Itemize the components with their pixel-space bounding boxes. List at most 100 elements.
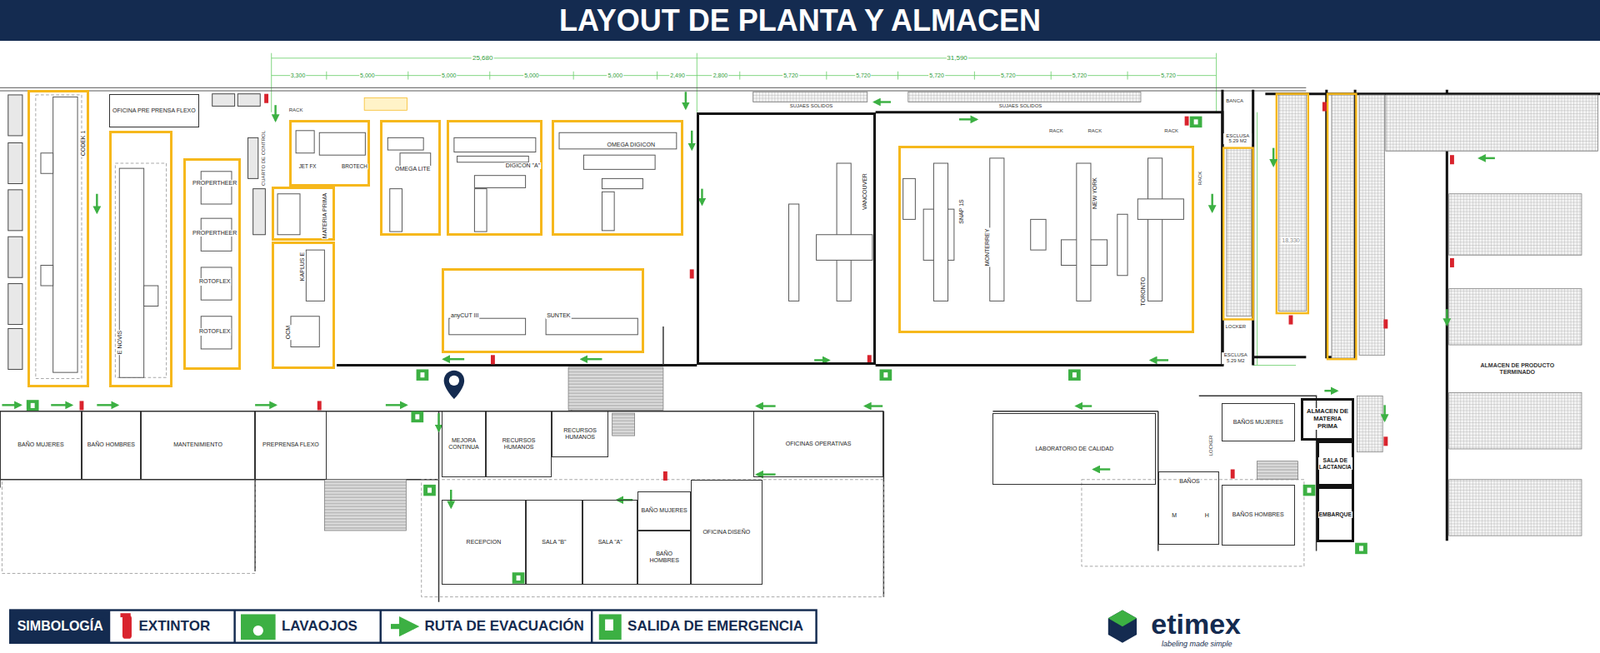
area-label: OFICINA DISEÑO (701, 529, 751, 536)
room: OFICINA PRE PRENSA FLEXO (109, 94, 200, 128)
area-label: BROTECH (340, 164, 369, 170)
dimension: 5,000 (523, 72, 540, 80)
dimension: 5,000 (359, 72, 376, 80)
room: MEJORA CONTINUA (441, 410, 486, 478)
area-label: OCM (285, 324, 292, 340)
dimension: 5,720 (1000, 72, 1017, 80)
area-label: JET FX (298, 164, 318, 170)
area-note: LOCKER (1208, 435, 1215, 458)
area-note: RACK (288, 107, 305, 114)
room: OFICINA DISEÑO (690, 480, 763, 585)
room: RECURSOS HUMANOS (485, 410, 553, 478)
area-label: PREPRENSA FLEXO (261, 441, 320, 449)
legend-heading: SIMBOLOGÍA (16, 619, 105, 635)
area-label: ROTOFLEX (198, 278, 232, 285)
area-label: PROPERTHEER (191, 180, 238, 187)
area-label: MATERIA PRIMA (321, 192, 329, 240)
area-label: OMEGA LITE (394, 165, 431, 173)
dimension: 31,590 (945, 54, 968, 62)
area-note: BANCA (1225, 98, 1245, 105)
dimension: 25,680 (471, 54, 494, 62)
dimension: 2,800 (712, 72, 730, 80)
room: BAÑOSMH (1158, 471, 1220, 545)
dimension: 5,720 (1071, 72, 1089, 80)
area-label: MEJORA CONTINUA (444, 437, 484, 451)
area-note: CUARTO DE CONTROL (260, 130, 266, 187)
room: SALA "A" (582, 500, 638, 585)
area-note: SUJAES SOLIDOS (998, 103, 1044, 110)
area-label: BAÑOS (1178, 478, 1201, 485)
area-label: CODEK 1 (80, 130, 87, 158)
dimension: 5,000 (440, 72, 458, 80)
room: OFICINAS OPERATIVAS (753, 410, 885, 478)
area-label: RECURSOS HUMANOS (488, 437, 550, 451)
area-label: RECURSOS HUMANOS (554, 427, 605, 441)
machine-area: anyCUT III SUNTEK (441, 268, 644, 354)
area-label: MONTERREY (984, 227, 991, 267)
machine-area: PROPERTHEERPROPERTHEERROTOFLEXROTOFLEX (183, 158, 241, 371)
area-note: LOCKER (1225, 323, 1248, 330)
room: ALMACEN DE MATERIA PRIMA (1300, 398, 1355, 441)
dimension: 5,720 (1160, 72, 1177, 80)
dimension: 5,000 (607, 72, 625, 80)
area-label: LABORATORIO DE CALIDAD (1034, 445, 1115, 453)
page-title: LAYOUT DE PLANTA Y ALMACEN (0, 0, 1600, 41)
area-label: anyCUT III (450, 312, 480, 320)
area-label: NEW YORK (1091, 176, 1099, 210)
area-label: MANTENIMIENTO (172, 441, 224, 449)
machine-area: JET FX BROTECH (289, 120, 371, 187)
room: VANCOUVER (696, 112, 875, 366)
machine-area: E NOVIS (109, 130, 173, 389)
area-label: SALA "B" (540, 539, 567, 546)
area-note: RACK (1163, 127, 1180, 134)
room: EMBARQUE (1316, 486, 1355, 543)
machine-area: SNAP 1S MONTERREY NEW YORK TORONTO (898, 145, 1195, 334)
area-label: TORONTO (1140, 275, 1147, 307)
room: BAÑO HOMBRES (637, 530, 691, 585)
area-label: SNAP 1S (958, 198, 965, 225)
area-label: ALMACEN DE MATERIA PRIMA (1305, 408, 1350, 430)
area-label: BAÑO HOMBRES (640, 550, 689, 565)
area-note: RACK (1048, 127, 1065, 134)
area-note: ESCLUSA 5.29 M2 (1223, 133, 1252, 145)
area-label: SALA "A" (597, 539, 624, 546)
area-label: PROPERTHEER (191, 230, 238, 237)
area-label: BAÑOS MUJERES (1232, 419, 1285, 426)
area-label: BAÑOS HOMBRES (1231, 511, 1285, 519)
area-label: EMBARQUE (1318, 511, 1353, 519)
area-note: ALMACEN DE PRODUCTO TERMINADO (1470, 362, 1565, 376)
room: RECURSOS HUMANOS (551, 410, 608, 457)
dimension: 3,300 (290, 72, 307, 80)
machine-area: MATERIA PRIMA (271, 186, 335, 241)
room: BAÑOS HOMBRES (1221, 485, 1295, 546)
machine-area: OMEGA LITE (380, 120, 441, 235)
dimension: 5,720 (782, 72, 800, 80)
room: BAÑOS MUJERES (1221, 403, 1295, 443)
area-note: RACK (1197, 170, 1204, 187)
area-label: BAÑO MUJERES (16, 441, 65, 449)
room: LABORATORIO DE CALIDAD (992, 413, 1156, 485)
area-label: H (1204, 512, 1210, 520)
legend-text: SALIDA DE EMERGENCIA (627, 618, 804, 635)
room: MANTENIMIENTO (140, 410, 255, 480)
area-label: SUNTEK (545, 312, 571, 320)
logo-text: etimex (1150, 610, 1242, 639)
dimension: 5,720 (928, 72, 945, 80)
room: SALA "B" (525, 500, 584, 585)
area-label: RECEPCION (465, 539, 503, 546)
room: BAÑO MUJERES (637, 491, 691, 531)
machine-area: KAPLUS E OCM (271, 241, 335, 370)
area-label: KAPLUS E (299, 251, 306, 282)
area-label: BAÑO HOMBRES (86, 441, 136, 449)
area-note: SUJAES SOLIDOS (789, 103, 835, 110)
area-label: OMEGA DIGICON (605, 141, 656, 149)
area-label: SALA DE LACTANCIA (1318, 457, 1353, 471)
area-note: ESCLUSA 5.29 M2 (1221, 352, 1250, 365)
area-label: OFICINA PRE PRENSA FLEXO (111, 107, 197, 115)
machine-area: OMEGA DIGICON (551, 120, 684, 235)
dimension: 5,720 (855, 72, 872, 80)
room: BAÑO HOMBRES (81, 410, 141, 480)
area-label: DIGICON "A" (505, 162, 542, 170)
area-label: OFICINAS OPERATIVAS (785, 440, 853, 448)
